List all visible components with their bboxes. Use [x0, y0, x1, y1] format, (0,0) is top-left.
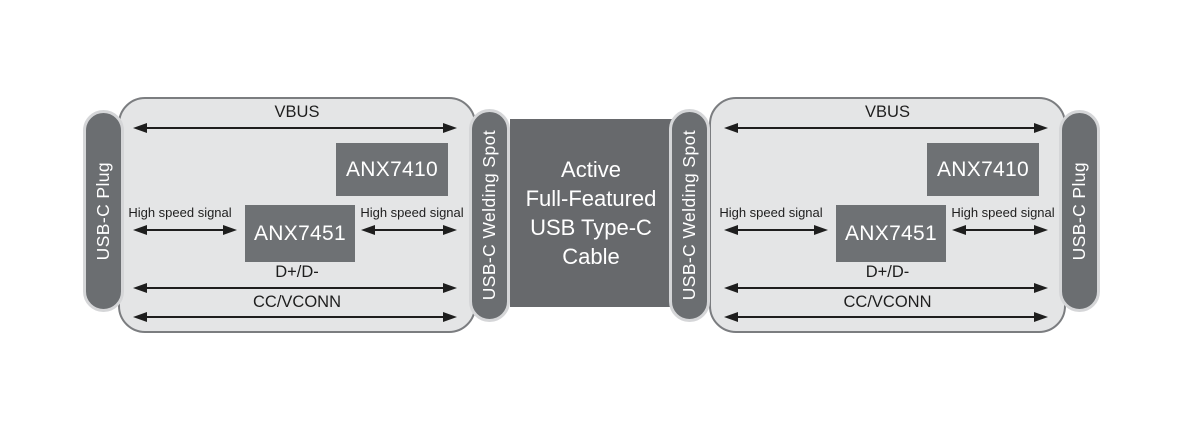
vbus-label-left: VBUS: [274, 103, 320, 121]
welding-spot-left-label: USB-C Welding Spot: [479, 130, 499, 301]
arrow-head-left-icon: [361, 225, 375, 235]
usb-c-plug-right: USB-C Plug: [1059, 110, 1100, 312]
dplus-dminus-arrow-right: [724, 282, 1048, 294]
arrow-shaft: [147, 287, 443, 289]
high-speed-arrow-right-outer: [952, 224, 1048, 236]
high-speed-label-right-outer: High speed signal: [951, 205, 1055, 220]
arrow-shaft: [147, 127, 443, 129]
usb-c-plug-right-label: USB-C Plug: [1069, 161, 1089, 261]
dplus-dminus-arrow-left: [133, 282, 457, 294]
signal-panel-right: VBUS ANX7410 High speed signal ANX7451 H…: [709, 97, 1066, 333]
cable-body: Active Full-Featured USB Type-C Cable: [510, 119, 672, 307]
arrow-head-right-icon: [443, 225, 457, 235]
arrow-head-right-icon: [1034, 225, 1048, 235]
arrow-head-left-icon: [133, 225, 147, 235]
cc-vconn-arrow-left: [133, 311, 457, 323]
arrow-shaft: [147, 229, 223, 231]
arrow-head-right-icon: [223, 225, 237, 235]
anx7410-chip-right: ANX7410: [927, 143, 1039, 196]
vbus-arrow-left: [133, 122, 457, 134]
arrow-head-left-icon: [724, 283, 738, 293]
arrow-head-right-icon: [1034, 123, 1048, 133]
arrow-head-left-icon: [724, 225, 738, 235]
arrow-shaft: [738, 287, 1034, 289]
arrow-shaft: [738, 229, 814, 231]
cable-title: Active Full-Featured USB Type-C Cable: [525, 156, 657, 270]
arrow-head-left-icon: [952, 225, 966, 235]
dplus-dminus-label-right: D+/D-: [865, 263, 910, 281]
arrow-head-right-icon: [1034, 312, 1048, 322]
high-speed-arrow-right-inner: [724, 224, 828, 236]
arrow-shaft: [375, 229, 443, 231]
high-speed-label-right-inner: High speed signal: [719, 205, 823, 220]
cc-vconn-label-right: CC/VCONN: [843, 293, 932, 311]
high-speed-label-left-inner: High speed signal: [360, 205, 464, 220]
dplus-dminus-label-left: D+/D-: [275, 263, 319, 281]
anx7451-chip-right: ANX7451: [836, 205, 946, 262]
high-speed-arrow-left-outer: [133, 224, 237, 236]
arrow-shaft: [738, 127, 1034, 129]
arrow-head-left-icon: [133, 123, 147, 133]
high-speed-arrow-left-inner: [361, 224, 457, 236]
anx7451-chip-left: ANX7451: [245, 205, 355, 262]
arrow-shaft: [738, 316, 1034, 318]
arrow-head-right-icon: [443, 312, 457, 322]
arrow-head-left-icon: [133, 283, 147, 293]
arrow-shaft: [147, 316, 443, 318]
arrow-head-right-icon: [443, 283, 457, 293]
usb-c-plug-left-label: USB-C Plug: [93, 161, 113, 261]
vbus-arrow-right: [724, 122, 1048, 134]
cc-vconn-label-left: CC/VCONN: [252, 293, 341, 311]
arrow-head-right-icon: [443, 123, 457, 133]
arrow-shaft: [966, 229, 1034, 231]
usb-c-plug-left: USB-C Plug: [83, 110, 124, 312]
signal-panel-left: VBUS ANX7410 High speed signal ANX7451 H…: [118, 97, 476, 333]
anx7410-chip-left: ANX7410: [336, 143, 448, 196]
arrow-head-left-icon: [724, 312, 738, 322]
welding-spot-right: USB-C Welding Spot: [669, 109, 710, 322]
welding-spot-left: USB-C Welding Spot: [469, 109, 510, 322]
vbus-label-right: VBUS: [865, 103, 910, 121]
welding-spot-right-label: USB-C Welding Spot: [679, 130, 699, 301]
arrow-head-left-icon: [724, 123, 738, 133]
cc-vconn-arrow-right: [724, 311, 1048, 323]
arrow-head-left-icon: [133, 312, 147, 322]
arrow-head-right-icon: [814, 225, 828, 235]
arrow-head-right-icon: [1034, 283, 1048, 293]
high-speed-label-left-outer: High speed signal: [128, 205, 232, 220]
